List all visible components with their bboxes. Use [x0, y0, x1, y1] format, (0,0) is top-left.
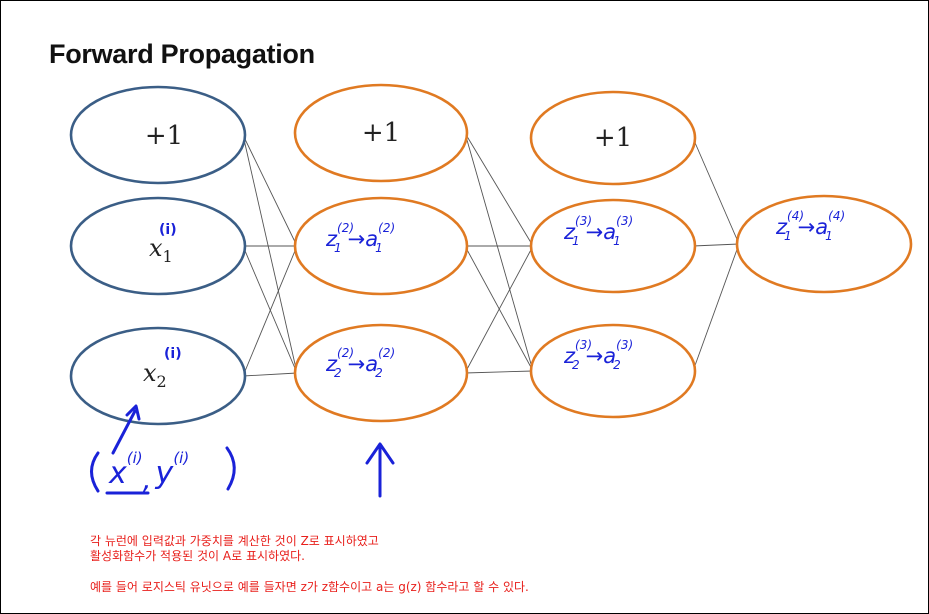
- up-arrow-icon: [365, 442, 395, 498]
- hidden-2-2-expression: z(2)2→a(2)2: [325, 346, 395, 380]
- arrow-to-x2-annotation: [111, 404, 141, 455]
- slide-title: Forward Propagation: [49, 39, 315, 69]
- hidden-2-1-neuron: [293, 196, 469, 296]
- caption-line-1: 각 뉴런에 입력값과 가중치를 계산한 것이 Z로 표시하였고: [90, 534, 379, 548]
- output-expression: z(4)1→a(4)1: [775, 209, 845, 243]
- layer1-bias-label: +1: [145, 121, 183, 151]
- connection-l1-0-to-1: [242, 134, 298, 374]
- connection-l2-1-to-1: [464, 245, 534, 372]
- hidden-3-2-neuron: [529, 323, 697, 419]
- connection-l3-0-to-0: [692, 137, 740, 245]
- input-x2-label: x2: [143, 359, 167, 391]
- layer2-bias-neuron: [293, 83, 469, 183]
- connection-l1-0-to-0: [242, 134, 298, 247]
- connection-l1-2-to-1: [242, 372, 298, 377]
- caption-line-2: 활성화함수가 적용된 것이 A로 표시하였다.: [90, 549, 305, 563]
- input-x1-neuron: [69, 196, 247, 296]
- layer1-bias-neuron: [69, 85, 247, 185]
- hidden-3-1-expression: z(3)1→a(3)1: [563, 214, 633, 248]
- right-paren-annotation: [225, 446, 236, 491]
- hidden-2-1-expression: z(2)1→a(2)1: [325, 221, 395, 255]
- layer3-bias-neuron: [529, 90, 697, 186]
- input-x1-superscript: (i): [159, 222, 177, 238]
- input-x1-label: x1: [149, 234, 173, 266]
- connection-l2-2-to-1: [464, 370, 534, 374]
- neurons: [69, 83, 913, 426]
- connection-l3-2-to-0: [692, 243, 740, 372]
- hidden-2-2-neuron: [293, 323, 469, 423]
- connection-l2-0-to-0: [464, 132, 534, 247]
- connection-l1-2-to-0: [242, 245, 298, 377]
- layer3-bias-label: +1: [594, 123, 632, 153]
- caption-line-3: 예를 들어 로지스틱 유닛으로 예를 들자면 z가 z함수이고 a는 g(z) …: [90, 580, 529, 594]
- training-example-annotation: x(i),y(i): [108, 449, 189, 496]
- connection-l2-2-to-0: [464, 245, 534, 374]
- hidden-3-1-neuron: [529, 198, 697, 294]
- connections: [242, 132, 740, 377]
- left-paren-annotation: [90, 451, 100, 493]
- output-neuron: [735, 194, 913, 294]
- hidden-3-2-expression: z(3)2→a(3)2: [563, 338, 633, 372]
- connection-l2-0-to-1: [464, 132, 534, 372]
- connection-l3-1-to-0: [692, 243, 740, 247]
- layer2-bias-label: +1: [362, 118, 400, 148]
- connection-l1-1-to-1: [242, 245, 298, 374]
- input-x2-neuron: [69, 326, 247, 426]
- input-x2-superscript: (i): [164, 346, 182, 362]
